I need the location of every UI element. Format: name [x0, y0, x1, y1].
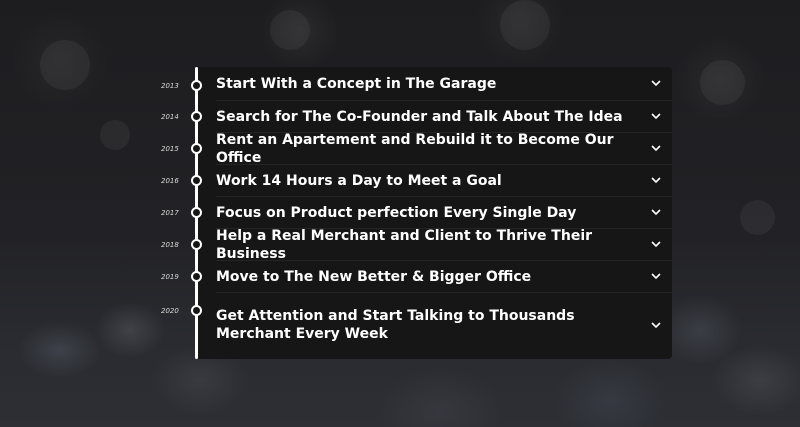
accordion-item-title: Search for The Co-Founder and Talk About… — [216, 108, 623, 125]
timeline-year: 2017 — [161, 209, 179, 217]
timeline-accordion: 2013 Start With a Concept in The Garage … — [158, 67, 672, 359]
timeline-row: 2020 Get Attention and Start Talking to … — [158, 293, 672, 359]
timeline-dot — [191, 271, 202, 282]
timeline-dot — [191, 80, 202, 91]
bokeh-light — [700, 60, 745, 105]
timeline-year: 2013 — [161, 82, 179, 90]
timeline-row: 2018 Help a Real Merchant and Client to … — [158, 227, 672, 262]
timeline-dot — [191, 239, 202, 250]
accordion-item-2015[interactable]: Rent an Apartement and Rebuild it to Bec… — [216, 131, 672, 166]
timeline-year: 2018 — [161, 241, 179, 249]
accordion-item-2016[interactable]: Work 14 Hours a Day to Meet a Goal — [216, 165, 672, 197]
timeline-row: 2015 Rent an Apartement and Rebuild it t… — [158, 131, 672, 166]
accordion-item-2020[interactable]: Get Attention and Start Talking to Thous… — [216, 299, 672, 351]
timeline-dot — [191, 111, 202, 122]
chevron-down-icon[interactable] — [650, 78, 662, 90]
timeline-year: 2020 — [161, 307, 179, 315]
accordion-item-title: Move to The New Better & Bigger Office — [216, 268, 532, 285]
bokeh-light — [40, 40, 90, 90]
timeline-row: 2016 Work 14 Hours a Day to Meet a Goal — [158, 165, 672, 197]
timeline-panel — [198, 67, 672, 359]
accordion-item-title: Start With a Concept in The Garage — [216, 75, 497, 92]
accordion-item-2017[interactable]: Focus on Product perfection Every Single… — [216, 197, 672, 229]
timeline-year: 2015 — [161, 145, 179, 153]
accordion-item-title: Focus on Product perfection Every Single… — [216, 204, 577, 221]
accordion-item-2013[interactable]: Start With a Concept in The Garage — [216, 67, 672, 101]
chevron-down-icon[interactable] — [650, 207, 662, 219]
bokeh-light — [740, 200, 775, 235]
timeline-year: 2014 — [161, 113, 179, 121]
accordion-item-title: Rent an Apartement and Rebuild it to Bec… — [216, 131, 614, 166]
timeline-dot — [191, 143, 202, 154]
timeline-year: 2019 — [161, 273, 179, 281]
chevron-down-icon[interactable] — [650, 175, 662, 187]
bokeh-light — [500, 0, 550, 50]
timeline-year: 2016 — [161, 177, 179, 185]
accordion-item-2018[interactable]: Help a Real Merchant and Client to Thriv… — [216, 227, 672, 262]
timeline-dot — [191, 305, 202, 316]
timeline-dot — [191, 175, 202, 186]
timeline-row: 2013 Start With a Concept in The Garage — [158, 67, 672, 101]
chevron-down-icon[interactable] — [650, 143, 662, 155]
accordion-item-title: Work 14 Hours a Day to Meet a Goal — [216, 172, 502, 189]
timeline-dot — [191, 207, 202, 218]
chevron-down-icon[interactable] — [650, 271, 662, 283]
bokeh-light — [270, 10, 310, 50]
accordion-item-2014[interactable]: Search for The Co-Founder and Talk About… — [216, 101, 672, 133]
accordion-item-2019[interactable]: Move to The New Better & Bigger Office — [216, 261, 672, 293]
chevron-down-icon[interactable] — [650, 111, 662, 123]
chevron-down-icon[interactable] — [650, 239, 662, 251]
timeline-row: 2019 Move to The New Better & Bigger Off… — [158, 261, 672, 293]
chevron-down-icon[interactable] — [650, 319, 662, 331]
bokeh-light — [100, 120, 130, 150]
timeline-row: 2017 Focus on Product perfection Every S… — [158, 197, 672, 229]
accordion-item-title: Get Attention and Start Talking to Thous… — [216, 308, 575, 342]
timeline-row: 2014 Search for The Co-Founder and Talk … — [158, 101, 672, 133]
accordion-item-title: Help a Real Merchant and Client to Thriv… — [216, 227, 593, 262]
